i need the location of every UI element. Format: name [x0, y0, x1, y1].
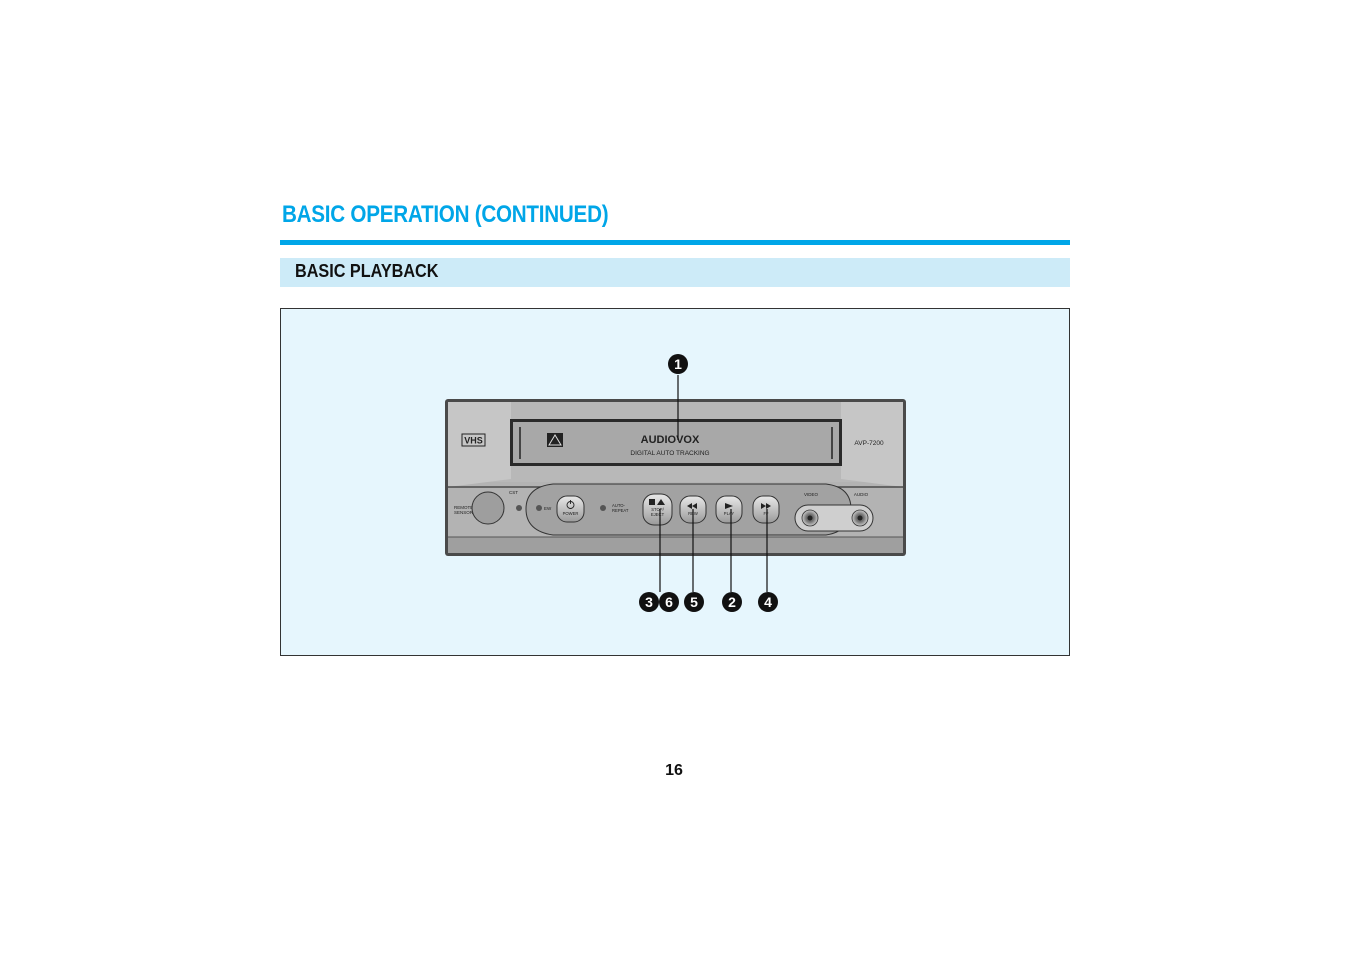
callout-4: 4: [758, 592, 778, 612]
remote-sensor-label-2: SENSOR: [454, 510, 474, 515]
stop-icon: [649, 499, 655, 505]
callout-5: 5: [684, 592, 704, 612]
vhs-logo-text: VHS: [464, 436, 483, 446]
av-input-jacks: [794, 504, 874, 532]
eject-icon: [657, 499, 665, 505]
cassette-slot: [510, 419, 842, 466]
stop-eject-button[interactable]: STOP/ EJECT: [642, 493, 673, 526]
brand-emblem-icon: [547, 433, 563, 447]
stop-label: STOP/: [651, 507, 664, 512]
tracking-label: DIGITAL AUTO TRACKING: [630, 450, 709, 457]
page-number: 16: [665, 762, 683, 779]
power-button[interactable]: POWER: [556, 495, 585, 523]
play-label: PLAY: [724, 511, 735, 516]
fast-forward-button[interactable]: FF: [752, 495, 780, 524]
audio-label: AUDIO: [854, 492, 869, 497]
remote-sensor-label-1: REMOTE: [454, 505, 473, 510]
section-header: BASIC PLAYBACK: [280, 258, 1070, 287]
auto-repeat-label-2: REPEAT: [612, 508, 629, 513]
callout-6: 6: [659, 592, 679, 612]
callout-3: 3: [639, 592, 659, 612]
vcr-figure: VHS AUDIOVOX DIGITAL AUTO TRACKING AVP-7…: [280, 308, 1070, 656]
play-icon: [725, 503, 733, 509]
brand-logo: AUDIOVOX: [641, 434, 700, 446]
page-title: BASIC OPERATION (CONTINUED): [282, 201, 609, 228]
ff-label: FF: [763, 511, 769, 516]
eject-label: EJECT: [651, 512, 665, 517]
ew-label: EW: [544, 506, 552, 511]
model-label: AVP-7200: [854, 440, 884, 447]
callout-1: 1: [668, 354, 688, 374]
fast-forward-icon: [761, 503, 771, 509]
svg-text:3: 3: [645, 594, 653, 610]
cst-indicator: [516, 505, 522, 511]
svg-text:4: 4: [764, 594, 772, 610]
svg-text:2: 2: [728, 594, 736, 610]
svg-text:1: 1: [674, 356, 682, 372]
rewind-icon: [687, 503, 697, 509]
title-rule: [280, 240, 1070, 245]
video-label: VIDEO: [804, 492, 819, 497]
section-title: BASIC PLAYBACK: [295, 261, 439, 281]
svg-text:6: 6: [665, 594, 673, 610]
cst-label: CST: [509, 490, 518, 495]
auto-repeat-label-1: AUTO-: [612, 503, 626, 508]
auto-repeat-indicator: [600, 505, 606, 511]
vhs-logo: VHS: [461, 433, 486, 447]
svg-text:5: 5: [690, 594, 698, 610]
vcr-illustration: VHS AUDIOVOX DIGITAL AUTO TRACKING AVP-7…: [445, 354, 906, 612]
callout-lines: [659, 375, 768, 592]
play-button[interactable]: PLAY: [715, 495, 743, 524]
remote-sensor: REMOTE SENSOR: [454, 491, 505, 525]
ew-indicator: [536, 505, 542, 511]
power-label: POWER: [563, 511, 579, 516]
callout-2: 2: [722, 592, 742, 612]
